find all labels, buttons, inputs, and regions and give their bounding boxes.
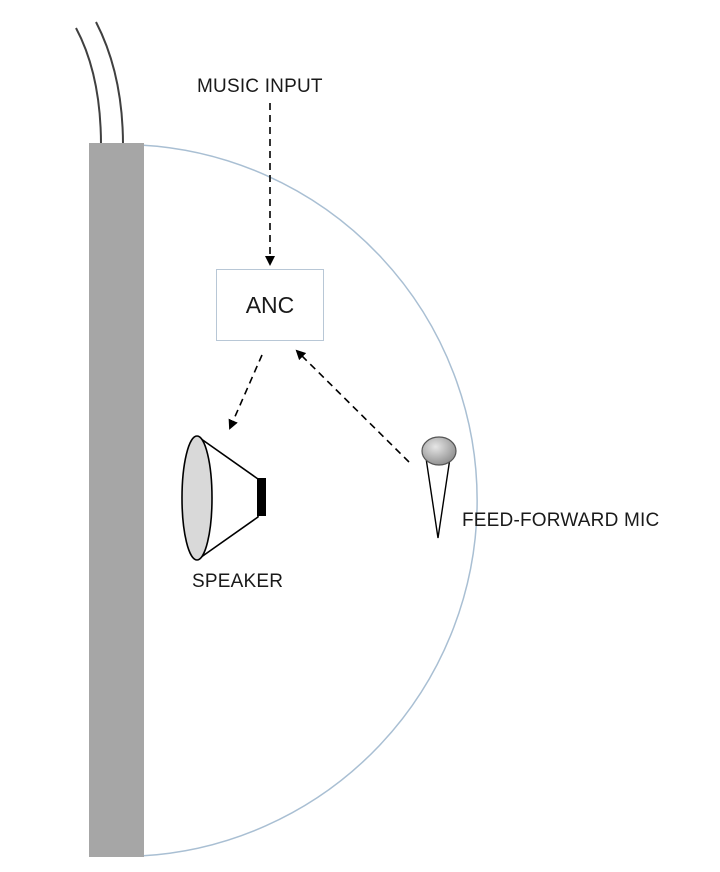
speaker-label: SPEAKER bbox=[192, 571, 284, 592]
speaker-diaphragm bbox=[181, 435, 213, 561]
feed-forward-mic-label: FEED-FORWARD MIC bbox=[462, 510, 660, 531]
music-input-label: MUSIC INPUT bbox=[197, 76, 323, 97]
ear-cup-panel bbox=[89, 143, 144, 857]
anc-label: ANC bbox=[245, 291, 295, 318]
anc-block: ANC bbox=[216, 269, 324, 341]
mic-body bbox=[425, 457, 451, 539]
cable bbox=[75, 21, 124, 146]
speaker-icon bbox=[181, 435, 266, 561]
mic-head bbox=[421, 436, 457, 466]
cable-wire-left bbox=[75, 27, 102, 146]
microphone-icon bbox=[421, 436, 457, 539]
speaker-magnet bbox=[257, 478, 266, 516]
arrow-mic-to-anc bbox=[295, 349, 410, 463]
arrow-anc-to-speaker bbox=[228, 354, 263, 430]
cable-wire-right bbox=[95, 21, 124, 146]
